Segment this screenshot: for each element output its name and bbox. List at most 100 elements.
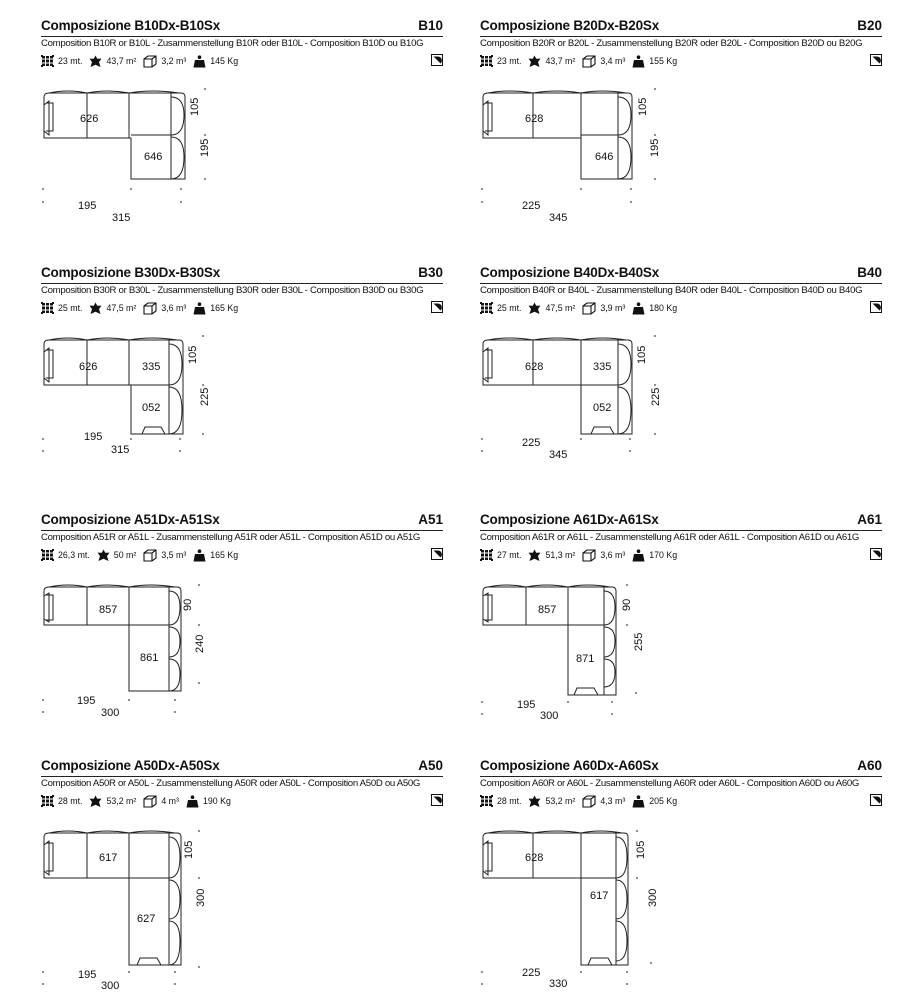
composition-card-a61: Composizione A61Dx-A61Sx A61 Composition… (480, 511, 882, 751)
module-label: 052 (142, 402, 160, 414)
orientation-icon (431, 548, 443, 560)
volume-unit: m³ (615, 550, 626, 560)
orientation-icon (870, 548, 882, 560)
area-value: 53,2 (106, 796, 124, 806)
composition-code: A60 (857, 758, 882, 773)
weight-unit: Kg (220, 796, 231, 806)
orientation-icon (431, 54, 443, 66)
module-label: 628 (525, 852, 543, 864)
composition-title: Composizione B20Dx-B20Sx (480, 18, 659, 33)
area-value: 53,2 (545, 796, 563, 806)
fabric-unit: mt. (509, 56, 522, 66)
dimension-inner-width: 195 (77, 695, 95, 707)
sofa-plan-drawing: 626 335 052 105 225 195 315 (42, 335, 211, 456)
module-label: 627 (137, 913, 155, 925)
area-value: 47,5 (545, 303, 563, 313)
weight-value: 180 (649, 303, 664, 313)
weight-icon (632, 301, 645, 314)
dimension-total-width: 330 (549, 978, 567, 990)
module-label: 617 (590, 890, 608, 902)
weight-unit: Kg (227, 550, 239, 560)
orientation-icon (431, 301, 443, 313)
area-value: 43,7 (106, 56, 124, 66)
area-unit: m² (565, 56, 576, 66)
spec-row: 25 mt. 47,5 m² 3,9 m³ 180 Kg (480, 301, 684, 315)
card-header: Composizione A50Dx-A50Sx A50 (41, 757, 443, 777)
sofa-plan-drawing: 628 335 052 105 225 225 345 (481, 335, 662, 461)
module-label: 628 (525, 361, 543, 373)
volume-value: 3,6 (600, 550, 613, 560)
module-label: 871 (576, 653, 594, 665)
fabric-unit: mt. (70, 56, 83, 66)
card-header: Composizione A51Dx-A51Sx A51 (41, 511, 443, 531)
area-unit: m² (126, 796, 137, 806)
fabric-icon (41, 55, 54, 67)
dimension-total-height: 300 (647, 889, 659, 907)
leather-hide-icon (528, 302, 541, 314)
leather-hide-icon (97, 549, 110, 561)
composition-card-b30: Composizione B30Dx-B30Sx B30 Composition… (41, 264, 443, 504)
volume-unit: m³ (168, 796, 179, 806)
fabric-unit: mt. (77, 550, 90, 560)
composition-code: B40 (857, 265, 882, 280)
composition-code: B30 (418, 265, 443, 280)
spec-row: 28 mt. 53,2 m² 4 m³ 190 Kg (41, 794, 238, 808)
dimension-total-width: 345 (549, 449, 567, 461)
dimension-depth: 105 (636, 346, 648, 364)
volume-value: 3,5 (161, 550, 174, 560)
dimension-inner-width: 195 (517, 699, 535, 711)
dimension-depth: 105 (637, 98, 649, 116)
leather-hide-icon (89, 55, 102, 67)
area-value: 47,5 (106, 303, 124, 313)
composition-code: A50 (418, 758, 443, 773)
composition-title: Composizione A60Dx-A60Sx (480, 758, 659, 773)
dimension-depth: 90 (621, 599, 633, 611)
volume-box-icon (582, 54, 596, 68)
orientation-icon (431, 794, 443, 806)
weight-icon (632, 54, 645, 67)
dimension-total-width: 315 (112, 212, 130, 224)
module-label: 335 (593, 361, 611, 373)
dimension-total-height: 225 (199, 388, 211, 406)
weight-unit: Kg (227, 56, 239, 66)
composition-title: Composizione B30Dx-B30Sx (41, 265, 220, 280)
dimension-inner-width: 195 (78, 969, 96, 981)
fabric-value: 25 (497, 303, 507, 313)
spec-row: 23 mt. 43,7 m² 3,4 m³ 155 Kg (480, 54, 684, 68)
volume-box-icon (143, 301, 157, 315)
weight-unit: Kg (666, 796, 678, 806)
orientation-icon (870, 794, 882, 806)
composition-code: A51 (418, 512, 443, 527)
composition-card-a60: Composizione A60Dx-A60Sx A60 Composition… (480, 757, 882, 997)
volume-value: 4 (161, 796, 167, 806)
sofa-plan-drawing: 628 646 105 195 225 345 (481, 88, 661, 224)
dimension-total-height: 240 (194, 635, 206, 653)
volume-unit: m³ (176, 56, 187, 66)
sofa-plan-drawing: 857 871 90 255 195 300 (481, 584, 645, 722)
weight-value: 145 (210, 56, 225, 66)
area-value: 51,3 (545, 550, 563, 560)
composition-title: Composizione A61Dx-A61Sx (480, 512, 659, 527)
fabric-unit: mt. (509, 303, 522, 313)
fabric-icon (480, 549, 493, 561)
area-unit: m² (565, 796, 576, 806)
composition-card-a50: Composizione A50Dx-A50Sx A50 Composition… (41, 757, 443, 997)
orientation-icon (870, 54, 882, 66)
area-unit: m² (126, 56, 137, 66)
dimension-inner-width: 225 (522, 437, 540, 449)
fabric-icon (41, 795, 54, 807)
card-header: Composizione B10Dx-B10Sx B10 (41, 17, 443, 37)
module-label: 857 (538, 604, 556, 616)
spec-row: 23 mt. 43,7 m² 3,2 m³ 145 Kg (41, 54, 245, 68)
fabric-unit: mt. (70, 796, 83, 806)
leather-hide-icon (528, 549, 541, 561)
fabric-icon (41, 302, 54, 314)
dimension-total-height: 195 (199, 139, 211, 157)
dimension-depth: 105 (635, 841, 647, 859)
dimension-total-width: 315 (111, 444, 129, 456)
dimension-inner-width: 195 (84, 431, 102, 443)
dimension-total-width: 300 (101, 980, 119, 992)
dimension-total-width: 345 (549, 212, 567, 224)
fabric-value: 25 (58, 303, 68, 313)
fabric-value: 23 (58, 56, 68, 66)
